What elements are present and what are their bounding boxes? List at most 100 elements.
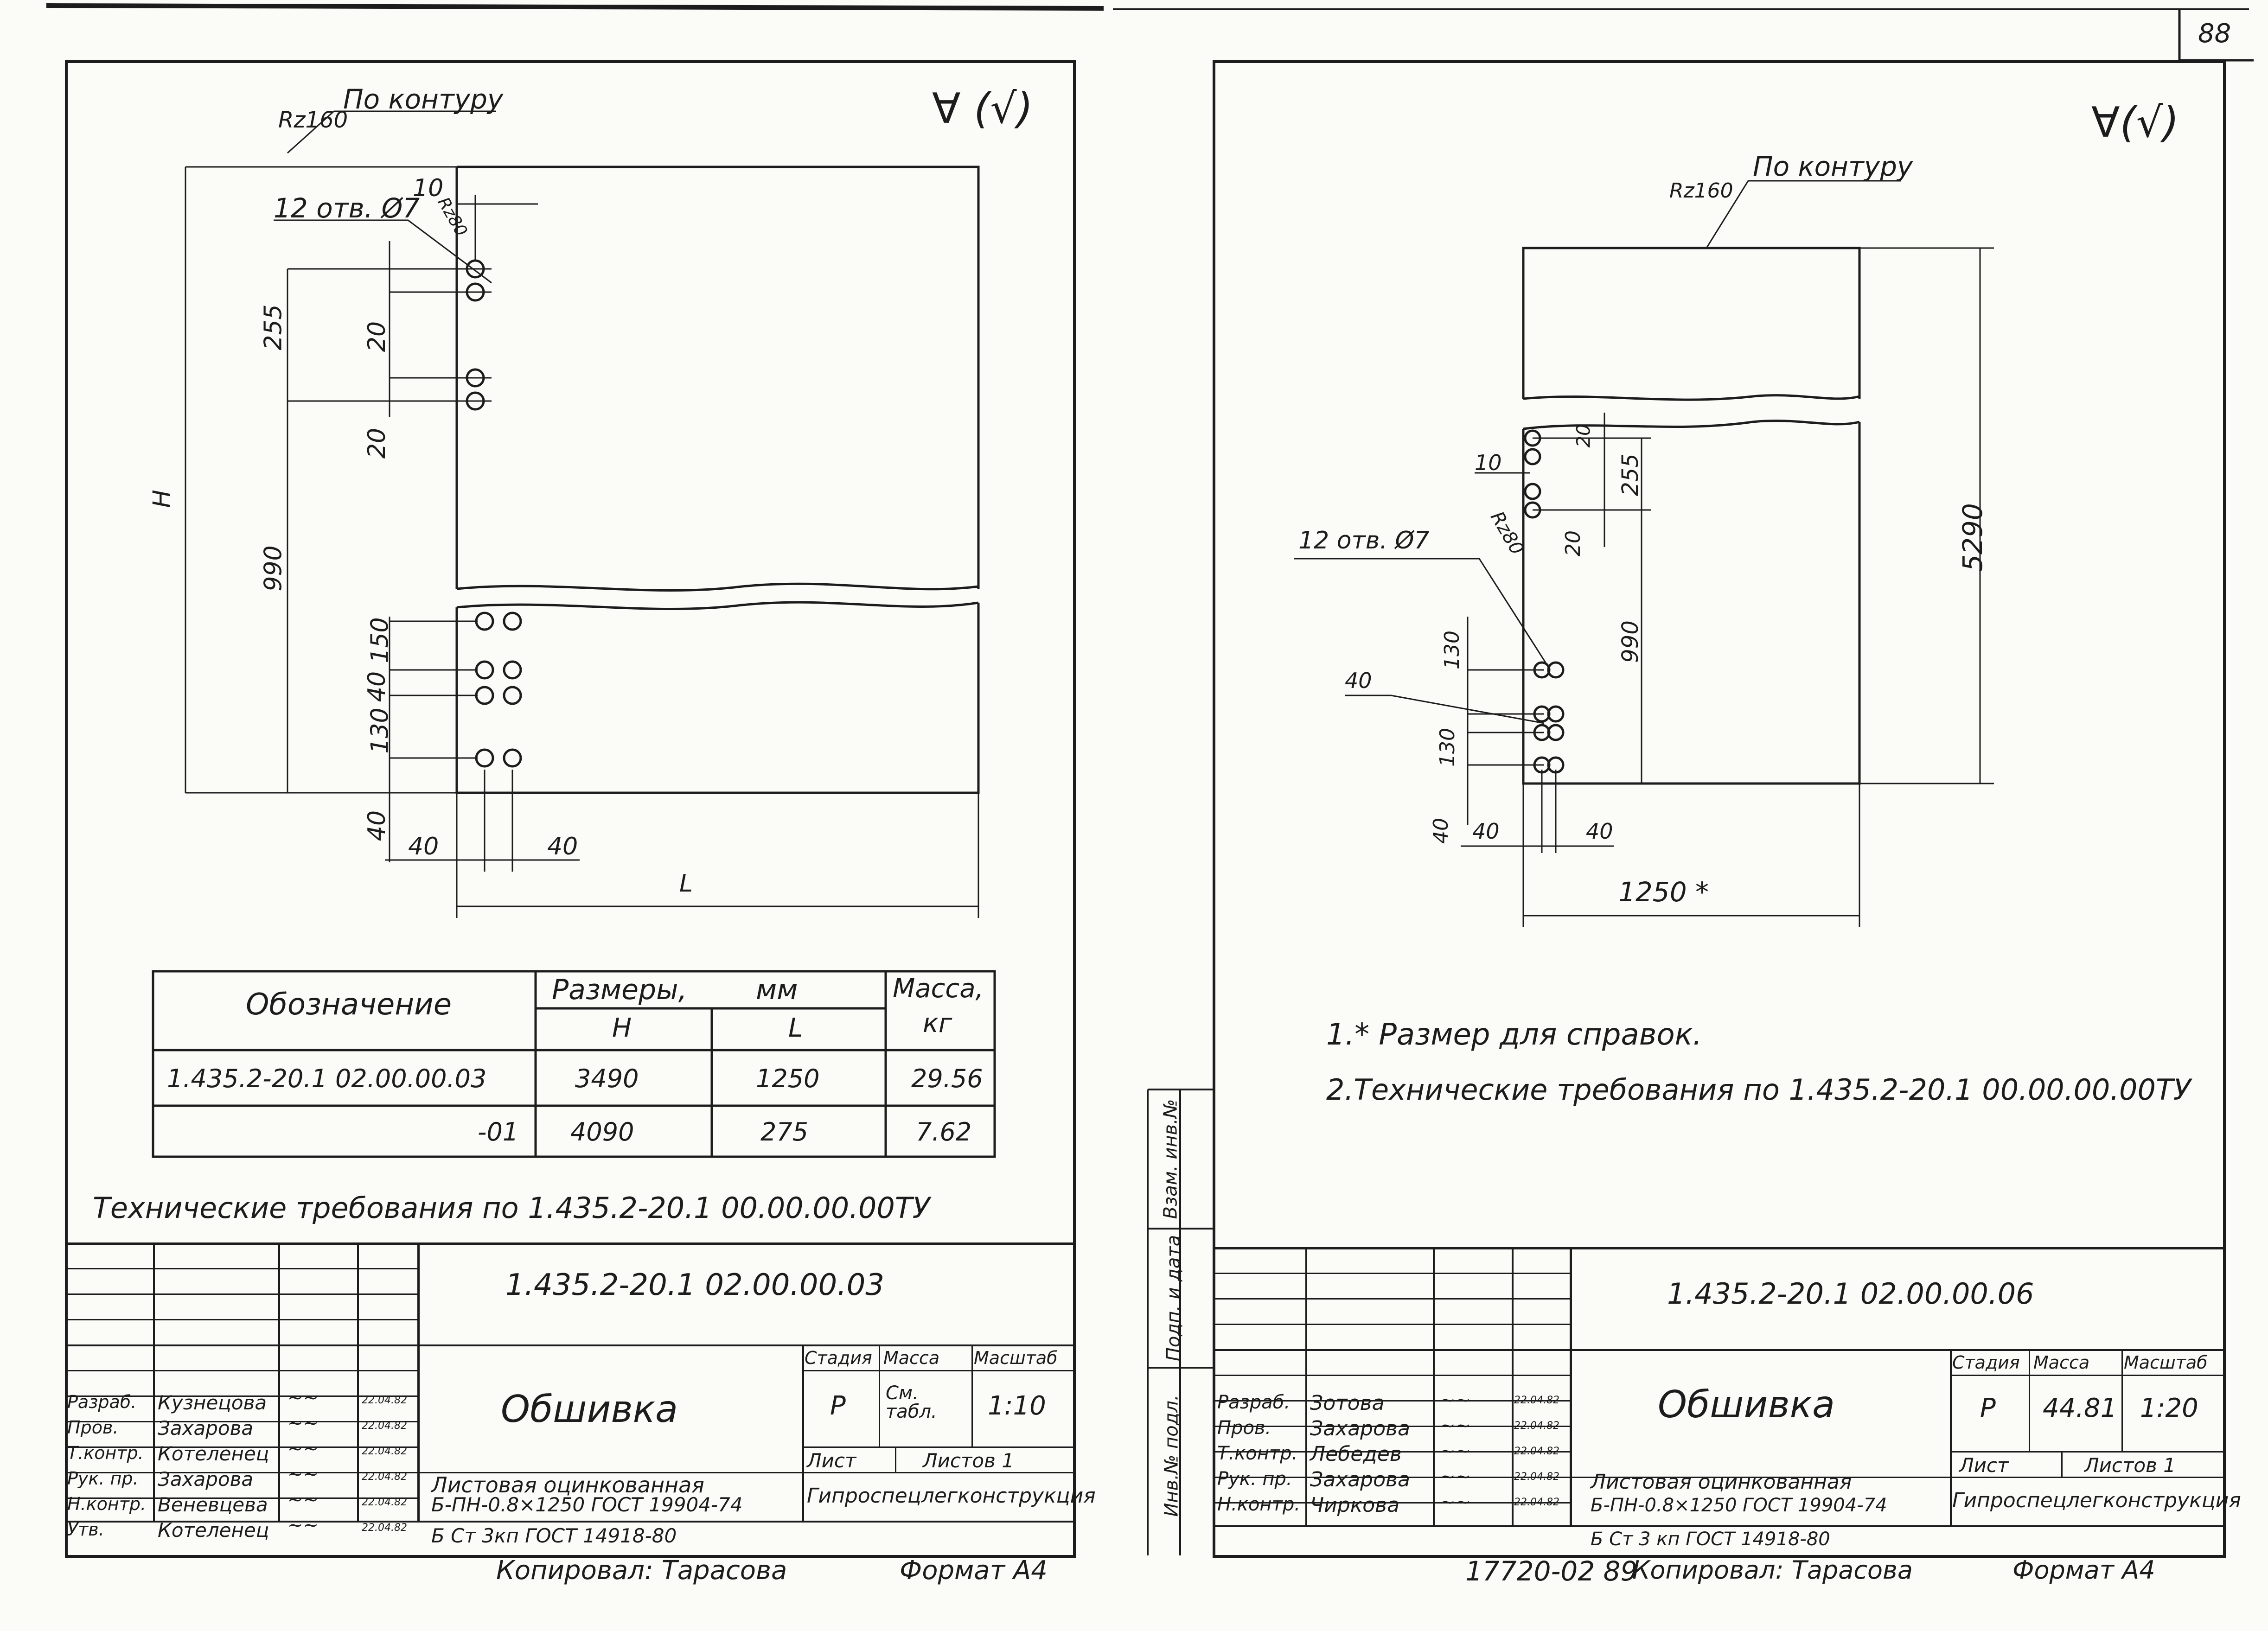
right-tb-sheets: Листов 1 xyxy=(2084,1454,2176,1477)
left-tb-sheets: Листов 1 xyxy=(923,1449,1014,1472)
right-dim-255: 255 xyxy=(1617,453,1643,496)
left-signature-2: ~~ xyxy=(287,1413,319,1434)
left-signature-3: ~~ xyxy=(287,1438,319,1459)
right-tb-date-5: 22.04.82 xyxy=(1514,1497,1559,1508)
right-signature-3: ~~ xyxy=(1440,1440,1471,1462)
right-note-1: 1.* Размер для справок. xyxy=(1326,1018,1702,1052)
right-dim-40d: 40 xyxy=(1586,819,1613,844)
left-dim-40b: 40 xyxy=(363,810,391,841)
right-dim-40a: 40 xyxy=(1345,668,1372,693)
left-tb-org: Гипроспецлегконструкция xyxy=(807,1484,1096,1508)
left-table-row2-H: 4090 xyxy=(570,1117,634,1147)
right-format: Формат А4 xyxy=(2012,1555,2155,1585)
right-tb-role-3: Т.контр. xyxy=(1217,1443,1298,1464)
left-tech-requirements: Технические требования по 1.435.2-20.1 0… xyxy=(93,1191,930,1225)
left-tb-mass-h: Масса xyxy=(883,1348,940,1368)
right-tb-date-4: 22.04.82 xyxy=(1514,1471,1559,1483)
left-table-row1-H: 3490 xyxy=(575,1064,639,1093)
right-copied-by: Копировал: Тарасова xyxy=(1632,1555,1913,1585)
left-dim-20b: 20 xyxy=(363,427,391,459)
left-tb-name-2: Захарова xyxy=(158,1417,254,1440)
right-signature-1: ~~ xyxy=(1440,1389,1471,1411)
left-tb-name-6: Котеленец xyxy=(158,1519,269,1542)
right-roughness-symbol: ∀(√) xyxy=(2091,98,2179,147)
right-tb-name-1: Зотова xyxy=(1310,1391,1385,1415)
right-tb-material1: Листовая оцинкованная xyxy=(1591,1470,1852,1494)
right-tb-date-1: 22.04.82 xyxy=(1514,1395,1559,1406)
side-label-inventory: Инв.№ подл. xyxy=(1161,1395,1182,1517)
right-doc-number: 17720-02 89 xyxy=(1465,1555,1638,1587)
left-signature-1: ~~ xyxy=(287,1387,319,1408)
left-signature-5: ~~ xyxy=(287,1489,319,1510)
right-signature-4: ~~ xyxy=(1440,1466,1471,1487)
right-tb-org: Гипроспецлегконструкция xyxy=(1952,1489,2241,1512)
right-tb-date-3: 22.04.82 xyxy=(1514,1446,1559,1457)
left-table-row1-designation: 1.435.2-20.1 02.00.00.03 xyxy=(167,1064,487,1093)
left-contour-label: По контуру xyxy=(343,83,504,115)
left-tb-role-4: Рук. пр. xyxy=(67,1468,139,1489)
left-tb-scale-h: Масштаб xyxy=(974,1348,1058,1368)
right-signature-2: ~~ xyxy=(1440,1415,1471,1436)
right-dim-40c: 40 xyxy=(1472,819,1500,844)
left-table-h-L: L xyxy=(788,1013,803,1043)
left-tb-date-1: 22.04.82 xyxy=(362,1395,407,1406)
left-table-h-H: H xyxy=(612,1013,632,1043)
right-tb-material2: Б-ПН-0.8×1250 ГОСТ 19904-74 xyxy=(1591,1495,1887,1516)
right-tb-stage: Р xyxy=(1980,1393,1996,1423)
left-table-row2-designation: -01 xyxy=(478,1117,519,1147)
right-tb-name: Обшивка xyxy=(1658,1383,1835,1426)
right-tb-role-1: Разраб. xyxy=(1217,1392,1291,1413)
right-tb-mass: 44.81 xyxy=(2043,1393,2117,1423)
right-sheet xyxy=(1213,60,2226,1558)
right-tb-name-5: Чиркова xyxy=(1310,1493,1400,1517)
left-dim-L: L xyxy=(679,870,693,898)
right-tb-role-4: Рук. пр. xyxy=(1217,1468,1292,1490)
right-tb-name-3: Лебедев xyxy=(1310,1442,1402,1466)
left-dim-990: 990 xyxy=(259,545,287,592)
right-tb-role-5: Н.контр. xyxy=(1217,1494,1300,1515)
left-tb-name: Обшивка xyxy=(501,1388,678,1431)
left-tb-name-1: Кузнецова xyxy=(158,1391,267,1414)
right-tb-stage-h: Стадия xyxy=(1952,1352,2020,1373)
right-tb-name-2: Захарова xyxy=(1310,1417,1410,1440)
left-tb-date-4: 22.04.82 xyxy=(362,1471,407,1483)
right-dim-10: 10 xyxy=(1475,450,1502,475)
left-table-row1-mass: 29.56 xyxy=(911,1064,983,1093)
right-dim-1250: 1250 * xyxy=(1618,876,1709,908)
left-tb-role-5: Н.контр. xyxy=(67,1494,147,1514)
left-signature-4: ~~ xyxy=(287,1464,319,1485)
right-tb-role-2: Пров. xyxy=(1217,1417,1271,1439)
right-tb-sheet: Лист xyxy=(1959,1454,2009,1477)
side-label-replacement: Взам. инв.№ xyxy=(1160,1099,1182,1219)
left-sheet xyxy=(65,60,1076,1558)
left-rz-label: Rz160 xyxy=(278,107,348,133)
right-dim-130b: 130 xyxy=(1435,728,1459,767)
left-tb-date-3: 22.04.82 xyxy=(362,1446,407,1457)
left-tb-scale: 1:10 xyxy=(988,1391,1046,1421)
right-signature-5: ~~ xyxy=(1440,1491,1471,1513)
right-tb-mass-h: Масса xyxy=(2033,1352,2090,1373)
left-dim-10: 10 xyxy=(413,174,444,202)
left-table-h-mm: мм xyxy=(756,974,798,1006)
right-dim-5290: 5290 xyxy=(1956,503,1988,572)
left-dim-40c: 40 xyxy=(408,833,439,860)
left-copied-by: Копировал: Тарасова xyxy=(496,1555,787,1586)
side-label-sign-date: Подп. и дата xyxy=(1163,1235,1185,1362)
page-number: 88 xyxy=(2198,19,2231,49)
left-title-block: 1.435.2-20.1 02.00.00.03 Обшивка Стадия … xyxy=(65,1242,1096,1558)
left-table-h-mass: Масса, xyxy=(893,974,984,1004)
right-title-block: 1.435.2-20.1 02.00.00.06 Обшивка Стадия … xyxy=(1213,1247,2241,1558)
right-rz-label: Rz160 xyxy=(1669,179,1733,203)
left-signature-6: ~~ xyxy=(287,1515,319,1536)
right-tb-scale-h: Масштаб xyxy=(2124,1352,2208,1373)
right-dim-20b: 20 xyxy=(1561,530,1585,556)
right-contour-label: По контуру xyxy=(1753,151,1913,182)
right-tb-date-2: 22.04.82 xyxy=(1514,1420,1559,1432)
right-tb-name-4: Захарова xyxy=(1310,1468,1410,1491)
right-dim-40b: 40 xyxy=(1429,818,1453,844)
left-dim-40a: 40 xyxy=(363,671,391,702)
left-tb-name-3: Котеленец xyxy=(158,1442,269,1465)
left-dim-130: 130 xyxy=(366,707,394,754)
left-format: Формат А4 xyxy=(900,1555,1048,1586)
left-table-row2-L: 275 xyxy=(760,1117,809,1147)
